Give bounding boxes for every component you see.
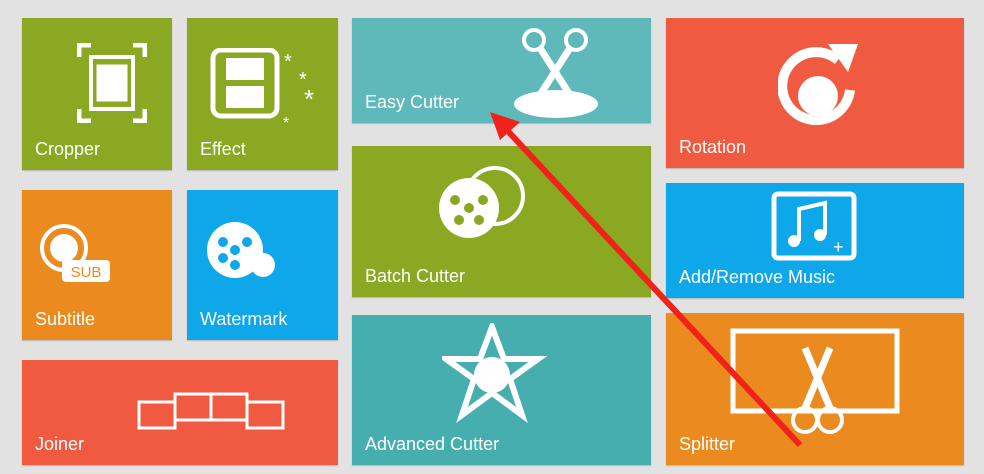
- subtitle-label: Subtitle: [35, 309, 96, 329]
- svg-text:*: *: [299, 69, 307, 91]
- effect-tile[interactable]: **** Effect: [187, 18, 338, 170]
- sub-badge: SUB: [71, 264, 102, 281]
- rotation-label: Rotation: [679, 137, 747, 157]
- splitter-tile[interactable]: Splitter: [666, 313, 964, 465]
- add-remove-music-label: Add/Remove Music: [679, 267, 836, 287]
- watermark-tile[interactable]: Watermark: [187, 190, 338, 340]
- film-effect-icon: ****: [210, 48, 314, 132]
- joined-film-icon: [137, 392, 285, 430]
- batch-cutter-tile[interactable]: Batch Cutter: [352, 146, 651, 297]
- watermark-label: Watermark: [200, 309, 288, 329]
- batch-cutter-label: Batch Cutter: [365, 266, 466, 286]
- rotate-reel-icon: [778, 44, 858, 126]
- batch-reels-icon: [439, 166, 525, 238]
- easy-cutter-label: Easy Cutter: [365, 92, 460, 112]
- easy-cutter-tile[interactable]: Easy Cutter: [352, 18, 651, 123]
- cropper-tile[interactable]: Cropper: [22, 18, 172, 170]
- svg-text:*: *: [284, 51, 292, 73]
- advanced-cutter-tile[interactable]: Advanced Cutter: [352, 315, 651, 465]
- svg-text:+: +: [833, 237, 844, 257]
- joiner-label: Joiner: [35, 434, 85, 454]
- subtitle-reel-icon: SUB: [40, 224, 110, 282]
- add-remove-music-tile[interactable]: + Add/Remove Music: [666, 183, 964, 298]
- cropper-label: Cropper: [35, 139, 101, 159]
- film-scissors-icon: [730, 328, 900, 434]
- watermark-icon: [207, 222, 275, 278]
- rotation-tile[interactable]: Rotation: [666, 18, 964, 168]
- star-reel-icon: [442, 323, 548, 423]
- crop-icon: [77, 43, 147, 123]
- svg-text:*: *: [304, 84, 314, 114]
- splitter-label: Splitter: [679, 434, 736, 454]
- subtitle-tile[interactable]: SUB Subtitle: [22, 190, 172, 340]
- music-note-icon: +: [771, 191, 857, 261]
- svg-text:*: *: [283, 115, 289, 132]
- effect-label: Effect: [200, 139, 246, 159]
- advanced-cutter-label: Advanced Cutter: [365, 434, 500, 454]
- joiner-tile[interactable]: Joiner: [22, 360, 338, 465]
- scissors-reel-icon: [514, 28, 598, 118]
